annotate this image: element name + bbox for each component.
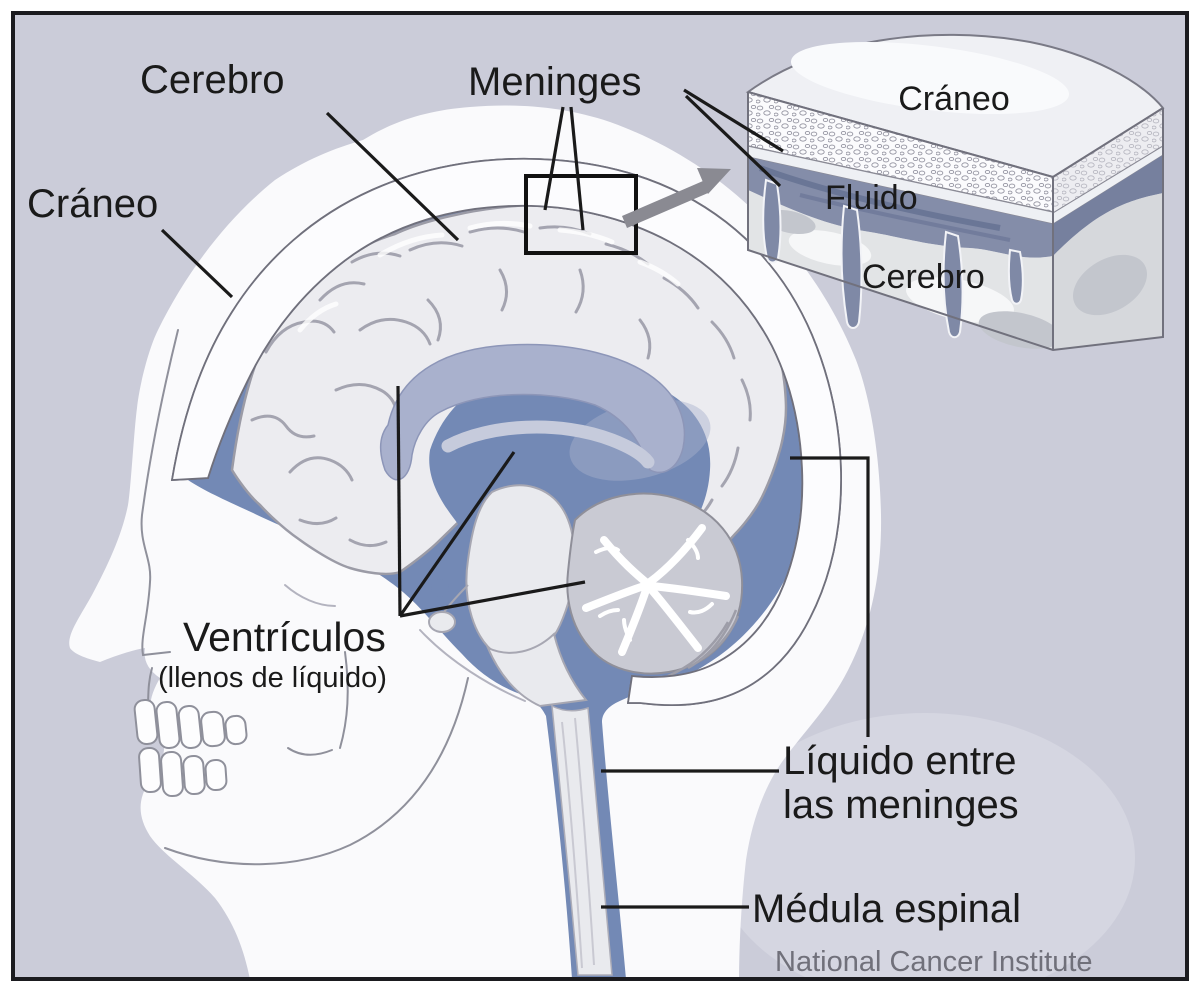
label-liquido-line2: las meninges (783, 783, 1019, 827)
label-cerebro: Cerebro (140, 58, 285, 102)
leader-line-liquido-elbow (790, 456, 870, 737)
pituitary-gland (428, 611, 456, 633)
facial-skeleton-sketch (133, 329, 526, 866)
label-ventriculos-sub: (llenos de líquido) (158, 662, 387, 694)
leader-line-meninges-inset-2 (684, 94, 782, 188)
corpus-callosum (380, 343, 711, 481)
label-medula: Médula espinal (752, 887, 1021, 931)
leader-line-craneo (160, 228, 234, 299)
brainstem (428, 484, 588, 708)
credit-text: National Cancer Institute (775, 946, 1093, 978)
leader-line-meninges-right (569, 106, 585, 231)
label-meninges: Meninges (468, 60, 641, 104)
leader-line-ventricle-3 (399, 580, 586, 618)
label-liquido-line1: Líquido entre (783, 739, 1017, 783)
inset-label-cerebro: Cerebro (862, 258, 985, 296)
frame-border (11, 11, 1189, 981)
zoom-arrow-icon (622, 168, 731, 228)
arbor-vitae (582, 524, 730, 656)
inset-fluid-drips (762, 178, 1024, 339)
inset-cube (745, 33, 1165, 352)
leader-line-ventricle-1 (396, 385, 402, 617)
leader-line-meninges-left (543, 106, 565, 211)
skull-band (170, 157, 842, 707)
teeth-sketch (133, 698, 248, 798)
label-craneo: Cráneo (27, 182, 158, 226)
leader-line-meninges-inset-1 (683, 88, 784, 153)
labels: Cerebro Meninges Cráneo Ventrículos (lle… (27, 58, 1093, 978)
shoulder-shading (715, 713, 1135, 979)
cerebellum-folia (667, 609, 740, 678)
label-ventriculos: Ventrículos (183, 614, 386, 660)
leader-line-cerebro (325, 111, 460, 242)
leader-lines (160, 88, 870, 909)
inset-label-fluido: Fluido (825, 179, 918, 217)
inset-label-craneo: Cráneo (898, 80, 1010, 118)
cerebellum (566, 492, 744, 678)
inset-cube-edges (747, 91, 1164, 352)
leader-line-ventricle-2 (398, 451, 516, 617)
spinal-cord (551, 704, 613, 976)
